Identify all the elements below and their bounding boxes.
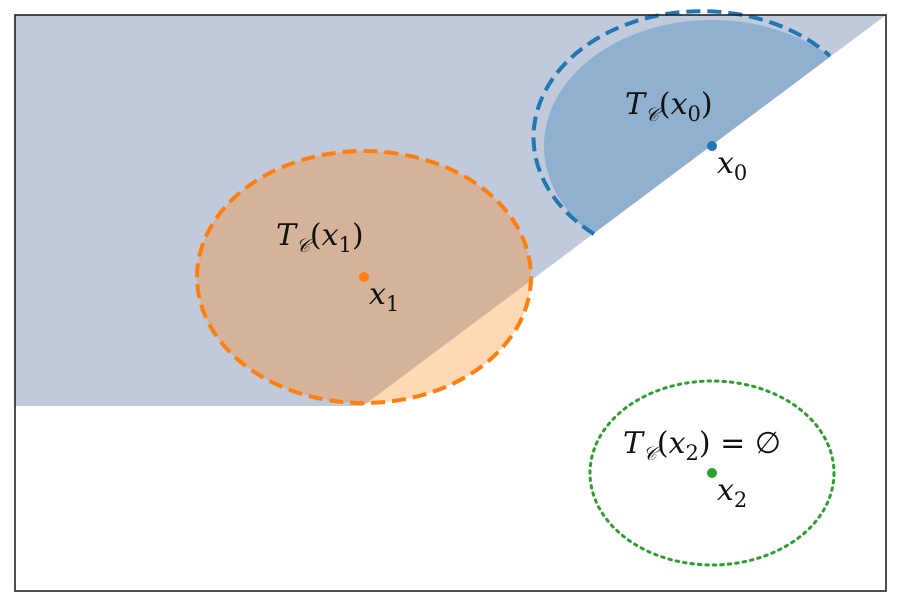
label-tc-x1: T𝒞(x1) xyxy=(276,218,364,257)
label-tc-x2: T𝒞(x2) = ∅ xyxy=(623,426,781,465)
label-x1: x1 xyxy=(369,277,399,316)
label-tc-x0: T𝒞(x0) xyxy=(625,87,713,126)
point-x0 xyxy=(707,141,717,151)
label-x2: x2 xyxy=(717,473,747,512)
label-x0: x0 xyxy=(717,146,747,185)
point-x1 xyxy=(359,272,369,282)
point-x2 xyxy=(707,468,717,478)
cone-x1-boundary xyxy=(195,149,533,405)
cone-x0-boundary xyxy=(531,9,832,236)
cone-x2-boundary xyxy=(588,379,836,567)
axes-frame xyxy=(14,14,887,592)
